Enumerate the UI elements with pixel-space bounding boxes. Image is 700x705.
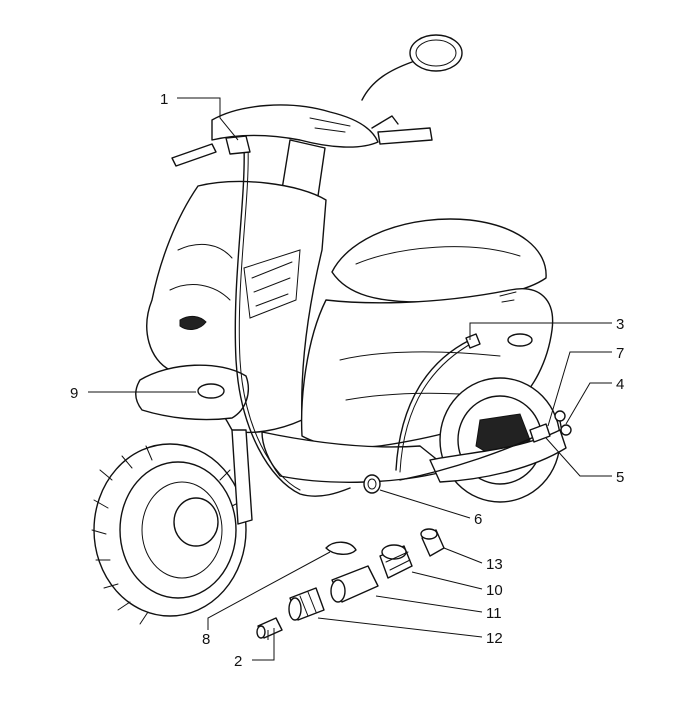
mirror [409,34,463,72]
cable-upper-end [225,135,251,155]
left-grip [171,143,217,167]
callout-7: 7 [616,345,624,362]
front-hub [173,497,219,547]
mirror-stem [361,61,413,101]
callout-4: 4 [616,376,624,393]
rear-light [507,333,533,347]
callout-9: 9 [70,385,78,402]
leader-1 [177,97,239,141]
brake-lever [371,115,399,129]
part-2-pin [256,617,283,639]
grommet [363,474,381,494]
callout-11: 11 [486,605,502,622]
leader-8 [207,551,331,630]
callout-2: 2 [234,653,242,670]
leader-7 [547,351,612,427]
callout-6: 6 [474,511,482,528]
seat [331,218,547,303]
callout-3: 3 [616,316,624,333]
callout-12: 12 [486,630,503,647]
leader-2b [252,628,275,661]
leader-3 [469,322,612,340]
leader-lines [88,97,612,661]
callout-1: 1 [160,91,168,108]
cable-clamp [529,423,551,443]
rear-engine-cover [429,429,567,483]
screw-pair [554,410,572,436]
headset [211,104,379,148]
callout-13: 13 [486,556,503,573]
leader-11 [375,595,483,613]
part-8-ring [325,541,357,555]
part-13-bushing [420,528,445,557]
part-10-gear [379,544,413,579]
part-12-drive [288,587,325,621]
fender-badge [197,383,225,399]
leader-13 [443,547,483,564]
front-wheel [93,443,247,617]
leader-6 [379,489,471,519]
part-11-sleeve [330,565,379,603]
callout-10: 10 [486,582,503,599]
scooter-illustration [91,34,572,625]
callout-labels: 1 2 3 4 5 6 7 8 9 10 11 12 13 [70,91,624,670]
speedometer-cable [234,145,351,497]
front-fork [231,429,253,525]
leader-10 [411,571,483,590]
right-grip [377,127,433,145]
cable-part-3 [395,339,471,471]
callout-5: 5 [616,469,624,486]
leader-5 [545,437,612,477]
exploded-parts [256,528,445,639]
callout-8: 8 [202,631,210,648]
leader-12 [317,617,483,638]
leader-4 [565,382,612,425]
